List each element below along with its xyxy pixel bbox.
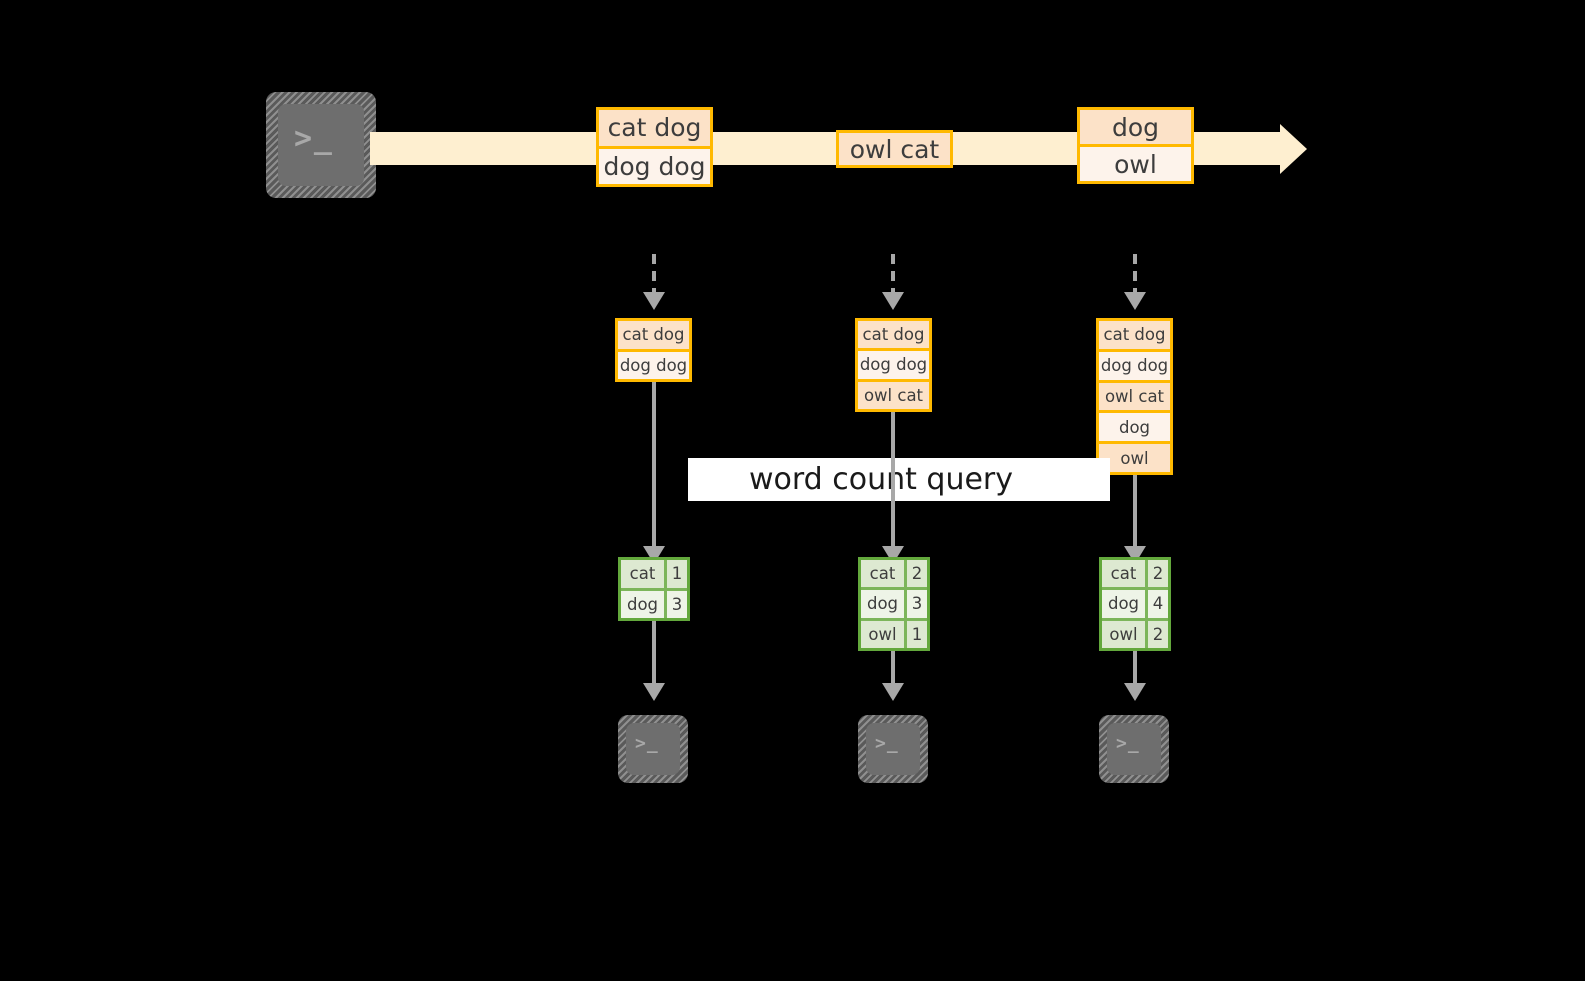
snapshot-line: cat dog (1099, 321, 1170, 349)
snapshot-line: owl (1099, 441, 1170, 472)
word-count-table: cat 2 dog 4 owl 2 (1099, 557, 1171, 651)
terminal-prompt-glyph: >_ (294, 121, 334, 156)
source-terminal-icon: >_ (266, 92, 376, 198)
count-value: 4 (1145, 590, 1168, 618)
event-stream-arrowhead (1280, 124, 1307, 174)
count-row: dog 3 (621, 587, 687, 618)
snapshot-line: dog (1099, 410, 1170, 442)
count-word: owl (1102, 620, 1145, 648)
snapshot-line: cat dog (618, 321, 689, 349)
record-line: owl (1080, 144, 1191, 181)
count-word: dog (1102, 590, 1145, 618)
output-connector (1133, 651, 1137, 689)
count-row: owl 2 (1102, 617, 1168, 648)
query-connector (1133, 475, 1137, 552)
snapshot-line: owl cat (1099, 379, 1170, 411)
sink-terminal-icon: >_ (618, 715, 688, 783)
terminal-prompt-glyph: >_ (875, 733, 899, 754)
count-row: cat 1 (621, 560, 687, 588)
count-row: cat 2 (861, 560, 927, 588)
record-line: dog (1080, 110, 1191, 144)
stream-tap-arrowhead (882, 292, 904, 310)
snapshot-table: cat dog dog dog owl cat dog owl (1096, 318, 1173, 475)
snapshot-line: cat dog (858, 321, 929, 349)
query-connector (891, 412, 895, 552)
output-connector (891, 651, 895, 689)
terminal-screen (626, 723, 680, 775)
count-value: 1 (904, 620, 927, 648)
snapshot-line: dog dog (1099, 348, 1170, 380)
stream-record: cat dog dog dog (596, 107, 713, 187)
sink-terminal-icon: >_ (1099, 715, 1169, 783)
snapshot-line: owl cat (858, 378, 929, 409)
terminal-prompt-glyph: >_ (1116, 733, 1140, 754)
snapshot-table: cat dog dog dog (615, 318, 692, 382)
count-value: 2 (1145, 620, 1168, 648)
snapshot-table: cat dog dog dog owl cat (855, 318, 932, 412)
count-value: 1 (664, 560, 687, 588)
count-word: cat (1102, 560, 1145, 588)
count-row: dog 3 (861, 587, 927, 618)
query-connector (652, 382, 656, 552)
word-count-table: cat 1 dog 3 (618, 557, 690, 621)
record-line: cat dog (599, 110, 710, 146)
sink-terminal-icon: >_ (858, 715, 928, 783)
stream-tap-connector (1133, 254, 1137, 294)
word-count-table: cat 2 dog 3 owl 1 (858, 557, 930, 651)
terminal-screen (1107, 723, 1161, 775)
stream-record: dog owl (1077, 107, 1194, 184)
stream-tap-connector (891, 254, 895, 294)
count-value: 3 (664, 590, 687, 618)
stream-tap-arrowhead (643, 292, 665, 310)
count-row: owl 1 (861, 617, 927, 648)
snapshot-line: dog dog (618, 348, 689, 379)
record-line: dog dog (599, 145, 710, 184)
count-value: 3 (904, 590, 927, 618)
stream-record: owl cat (836, 130, 953, 168)
count-value: 2 (1145, 560, 1168, 588)
count-word: cat (621, 560, 664, 588)
count-row: dog 4 (1102, 587, 1168, 618)
output-arrowhead (882, 683, 904, 701)
output-connector (652, 621, 656, 689)
stream-tap-arrowhead (1124, 292, 1146, 310)
count-value: 2 (904, 560, 927, 588)
count-word: dog (621, 590, 664, 618)
count-word: dog (861, 590, 904, 618)
count-row: cat 2 (1102, 560, 1168, 588)
snapshot-line: dog dog (858, 348, 929, 379)
terminal-screen (866, 723, 920, 775)
terminal-screen (278, 104, 364, 186)
count-word: cat (861, 560, 904, 588)
output-arrowhead (643, 683, 665, 701)
count-word: owl (861, 620, 904, 648)
output-arrowhead (1124, 683, 1146, 701)
query-label-band: word count query (688, 458, 1110, 501)
record-line: owl cat (839, 133, 950, 165)
terminal-prompt-glyph: >_ (635, 733, 659, 754)
query-label: word count query (748, 462, 1014, 497)
stream-tap-connector (652, 254, 656, 294)
